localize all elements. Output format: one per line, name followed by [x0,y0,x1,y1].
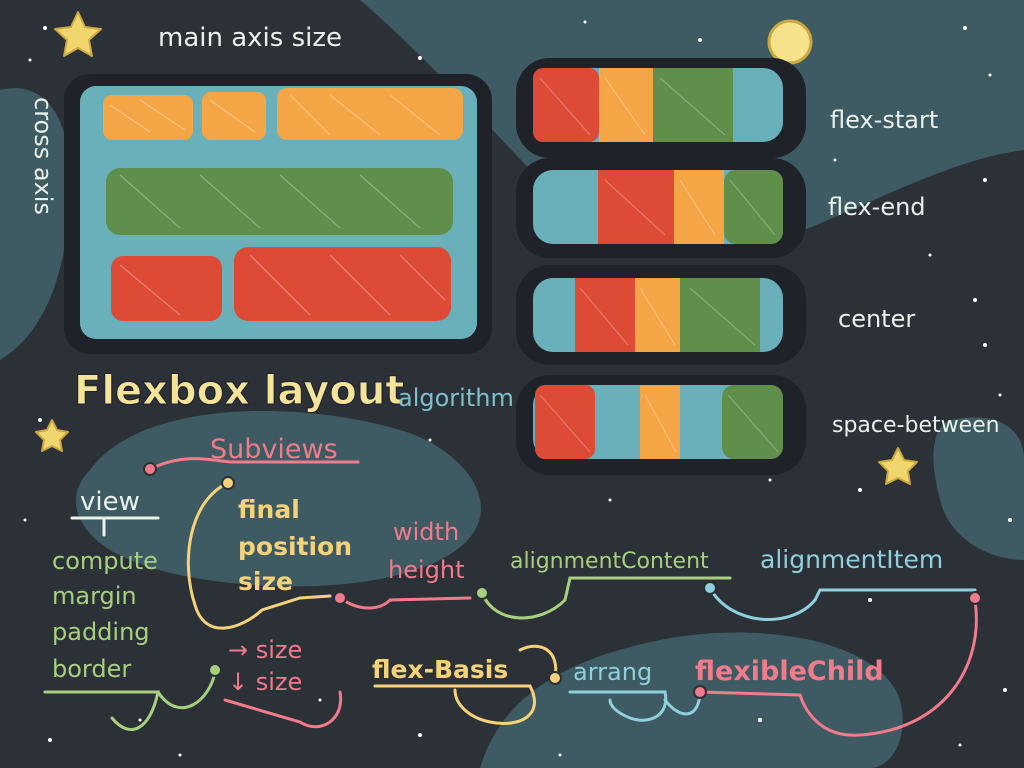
flex-item [111,256,222,321]
size-line: → size [228,636,302,664]
flexible-child-label: flexibleChild [695,656,884,687]
label-flex-start: flex-start [830,106,938,134]
justify-row-flex-start [516,58,806,158]
connector [518,644,558,680]
connector [186,481,332,630]
alignment-content-label: alignmentContent [510,549,709,574]
row-item-red [535,385,595,459]
row-item-red [598,170,674,244]
page-title: Flexbox layout [74,368,404,414]
width-line: width [393,518,459,546]
final-line: size [238,567,293,596]
flex-item [277,88,463,140]
star-icon [54,11,102,57]
flex-item [202,92,266,140]
row-item-green [653,68,733,142]
compute-line: margin [52,582,137,610]
blob-middle [75,410,481,587]
connector [43,670,217,731]
compute-line: padding [52,618,150,646]
flex-basis-label: flex-Basis [372,655,508,684]
moon-icon [767,19,813,65]
cross-axis-label: cross axis [29,97,57,215]
connector [70,516,160,537]
flex-container-example [64,74,492,354]
subviews-label: Subviews [210,434,338,465]
row-item-green [722,385,783,459]
label-space-between: space-between [832,413,1000,438]
connector [480,576,732,620]
flex-item [103,95,193,140]
flow-nodes [143,462,982,699]
flex-item [234,247,451,321]
connector [708,586,977,621]
row-item-orange [640,385,680,459]
flow-connectors [43,457,978,737]
compute-line: compute [52,547,158,575]
justify-row-flex-end [516,158,806,258]
connector [148,457,360,471]
page-subtitle: algorithm [398,384,514,412]
connector [373,684,536,725]
arrang-label: arrang [573,658,652,686]
row-item-green [724,170,783,244]
connector [568,690,668,722]
star-icon [35,419,69,452]
alignment-item-label: alignmentItem [760,545,943,574]
final-line: final [238,495,300,524]
sparkle-dots [23,20,1012,757]
row-item-orange [635,278,680,352]
justify-row-space-between [516,375,806,475]
height-line: height [388,556,465,584]
row-item-green [680,278,760,352]
connector [698,598,978,737]
view-label: view [80,487,140,517]
blob-left [0,88,70,360]
label-center: center [838,305,915,333]
label-flex-end: flex-end [828,193,926,221]
blob-bottom [480,632,903,768]
justify-row-center [516,265,806,365]
size-line: ↓ size [228,668,302,696]
stars [35,11,918,485]
blob-right [933,417,1024,560]
connector [338,596,472,610]
final-line: position [238,532,352,561]
row-item-red [533,68,599,142]
flex-item [106,168,453,235]
main-axis-label: main axis size [158,23,342,53]
row-item-orange [674,170,724,244]
connector [223,690,343,729]
star-icon [878,447,918,485]
compute-line: border [52,655,131,683]
row-item-red [575,278,635,352]
row-item-orange [599,68,653,142]
